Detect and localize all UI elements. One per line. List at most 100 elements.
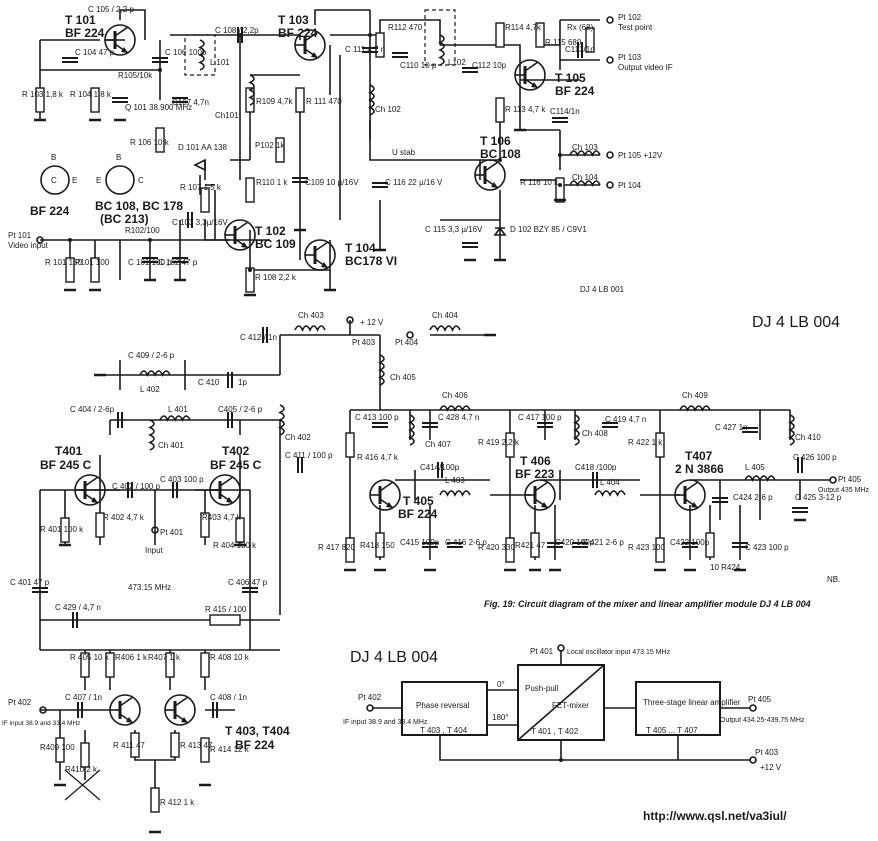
svg-text:Ch101: Ch101 <box>215 111 239 120</box>
label-T403-T404-type: BF 224 <box>235 738 275 752</box>
svg-text:C 409 / 2-6 p: C 409 / 2-6 p <box>128 351 175 360</box>
label-T405-type: BF 224 <box>398 507 438 521</box>
transistor-T406 <box>523 478 557 512</box>
svg-text:B: B <box>51 153 56 162</box>
svg-text:R409 100: R409 100 <box>40 743 75 752</box>
label-T106-type: BC 108 <box>480 147 521 161</box>
svg-text:(BC 213): (BC 213) <box>100 212 149 226</box>
resistor-R110 <box>245 177 255 203</box>
svg-text:L 405: L 405 <box>745 463 765 472</box>
resistor-R412 <box>150 787 160 813</box>
svg-text:C: C <box>51 176 57 185</box>
figure-caption: Fig. 19: Circuit diagram of the mixer an… <box>484 599 811 609</box>
svg-text:C113/1n: C113/1n <box>565 45 595 54</box>
svg-text:C418 /100p: C418 /100p <box>575 463 617 472</box>
label-T401-type: BF 245 C <box>40 458 92 472</box>
bottom-title: DJ 4 LB 004 <box>752 314 840 331</box>
svg-text:Pt 105 +12V: Pt 105 +12V <box>618 151 663 160</box>
svg-text:Ch 104: Ch 104 <box>572 173 598 182</box>
svg-text:Pt 402: Pt 402 <box>358 693 382 702</box>
svg-text:C 423 100 p: C 423 100 p <box>745 543 789 552</box>
svg-text:Output 435 MHz: Output 435 MHz <box>818 487 869 494</box>
svg-text:Output 434.25-439.75 MHz: Output 434.25-439.75 MHz <box>720 717 805 724</box>
svg-text:Test point: Test point <box>618 23 653 32</box>
svg-text:Input: Input <box>145 546 164 555</box>
svg-text:Ch 405: Ch 405 <box>390 373 416 382</box>
svg-text:R 416 4,7 k: R 416 4,7 k <box>357 453 399 462</box>
svg-text:R 414 12 k: R 414 12 k <box>210 745 250 754</box>
svg-text:B: B <box>116 153 121 162</box>
note: NB. <box>827 575 840 584</box>
label-T104: T 104 <box>345 241 376 255</box>
capacitor-C413 <box>371 422 389 428</box>
resistor-R408 <box>200 652 210 678</box>
svg-text:E: E <box>72 176 77 185</box>
svg-text:R418 150: R418 150 <box>360 541 395 550</box>
svg-text:C 412 / 1n: C 412 / 1n <box>240 333 277 342</box>
svg-text:R114 4,7k: R114 4,7k <box>505 23 542 32</box>
svg-text:R 107 1,5 k: R 107 1,5 k <box>180 183 222 192</box>
label-T103: T 103 <box>278 13 309 27</box>
port-Pt405 <box>829 476 837 484</box>
svg-text:R 422 1 k: R 422 1 k <box>628 438 663 447</box>
svg-text:D 102 BZY 85 / C9V1: D 102 BZY 85 / C9V1 <box>510 225 587 234</box>
svg-text:C 111 4,7 n: C 111 4,7 n <box>345 45 385 54</box>
svg-text:C114/1n: C114/1n <box>550 107 580 116</box>
svg-text:Phase reversal: Phase reversal <box>416 701 470 710</box>
svg-text:C420 100p: C420 100p <box>555 538 595 547</box>
label-T105: T 105 <box>555 71 586 85</box>
svg-text:C 428 4,7 n: C 428 4,7 n <box>438 413 479 422</box>
svg-text:R 401 100 k: R 401 100 k <box>40 525 84 534</box>
resistor-R415 <box>209 614 241 626</box>
transistor-T106 <box>473 158 507 192</box>
svg-text:R105/10k: R105/10k <box>118 71 153 80</box>
svg-text:C 404 / 2-6p: C 404 / 2-6p <box>70 405 115 414</box>
svg-text:+12 V: +12 V <box>760 763 782 772</box>
svg-text:BC 108, BC 178: BC 108, BC 178 <box>95 199 183 213</box>
svg-text:C 421 2-6 p: C 421 2-6 p <box>582 538 624 547</box>
svg-text:R421 47: R421 47 <box>515 541 546 550</box>
svg-text:R 411 47: R 411 47 <box>113 741 145 750</box>
svg-text:Ch 403: Ch 403 <box>298 311 324 320</box>
svg-text:Output video IF: Output video IF <box>618 63 673 72</box>
svg-text:180°: 180° <box>492 713 509 722</box>
svg-text:C422 100p: C422 100p <box>670 538 710 547</box>
block-title: DJ 4 LB 004 <box>350 649 438 666</box>
svg-text:C110 10 p: C110 10 p <box>400 61 437 70</box>
svg-text:U stab: U stab <box>392 148 416 157</box>
svg-text:Ch 406: Ch 406 <box>442 391 468 400</box>
svg-text:Ch 401: Ch 401 <box>158 441 184 450</box>
port-Pt103 <box>606 56 614 64</box>
svg-text:Local oscillator input 473.15: Local oscillator input 473.15 MHz <box>567 649 671 656</box>
svg-text:C 101 100 p: C 101 100 p <box>128 258 172 267</box>
phase-reversal-box <box>401 681 488 736</box>
label-T406: T 406 <box>520 454 551 468</box>
svg-text:0°: 0° <box>497 680 505 689</box>
svg-text:R 115 680: R 115 680 <box>545 38 582 47</box>
svg-text:T 403 , T 404: T 403 , T 404 <box>420 726 468 735</box>
svg-text:T 405 ... T 407: T 405 ... T 407 <box>646 726 698 735</box>
svg-text:R 419 2,2 k: R 419 2,2 k <box>478 438 520 447</box>
resistor-R410 <box>80 742 90 768</box>
label-T101-type: BF 224 <box>65 26 105 40</box>
svg-text:R102/100: R102/100 <box>125 226 160 235</box>
svg-text:T 401 , T 402: T 401 , T 402 <box>531 727 579 736</box>
svg-text:L 404: L 404 <box>600 478 620 487</box>
svg-text:C 416 2-6 p: C 416 2-6 p <box>445 538 487 547</box>
svg-text:L 101: L 101 <box>210 58 230 67</box>
svg-text:R 106 10 k: R 106 10 k <box>130 138 170 147</box>
svg-text:Video input: Video input <box>8 241 49 250</box>
resistor-R111 <box>295 87 305 113</box>
svg-text:L102: L102 <box>448 58 466 67</box>
inductor-L403 <box>439 490 471 496</box>
svg-text:C 403 100 p: C 403 100 p <box>160 475 204 484</box>
svg-text:R 108 2,2 k: R 108 2,2 k <box>255 273 297 282</box>
svg-text:C 410: C 410 <box>198 378 220 387</box>
shield-L102 <box>424 9 456 66</box>
svg-text:Ch 407: Ch 407 <box>425 440 451 449</box>
svg-text:R 415 / 100: R 415 / 100 <box>205 605 247 614</box>
label-T102: T 102 <box>255 224 286 238</box>
svg-text:R 417 820: R 417 820 <box>318 543 355 552</box>
source-url[interactable]: http://www.qsl.net/va3iul/ <box>643 809 787 823</box>
